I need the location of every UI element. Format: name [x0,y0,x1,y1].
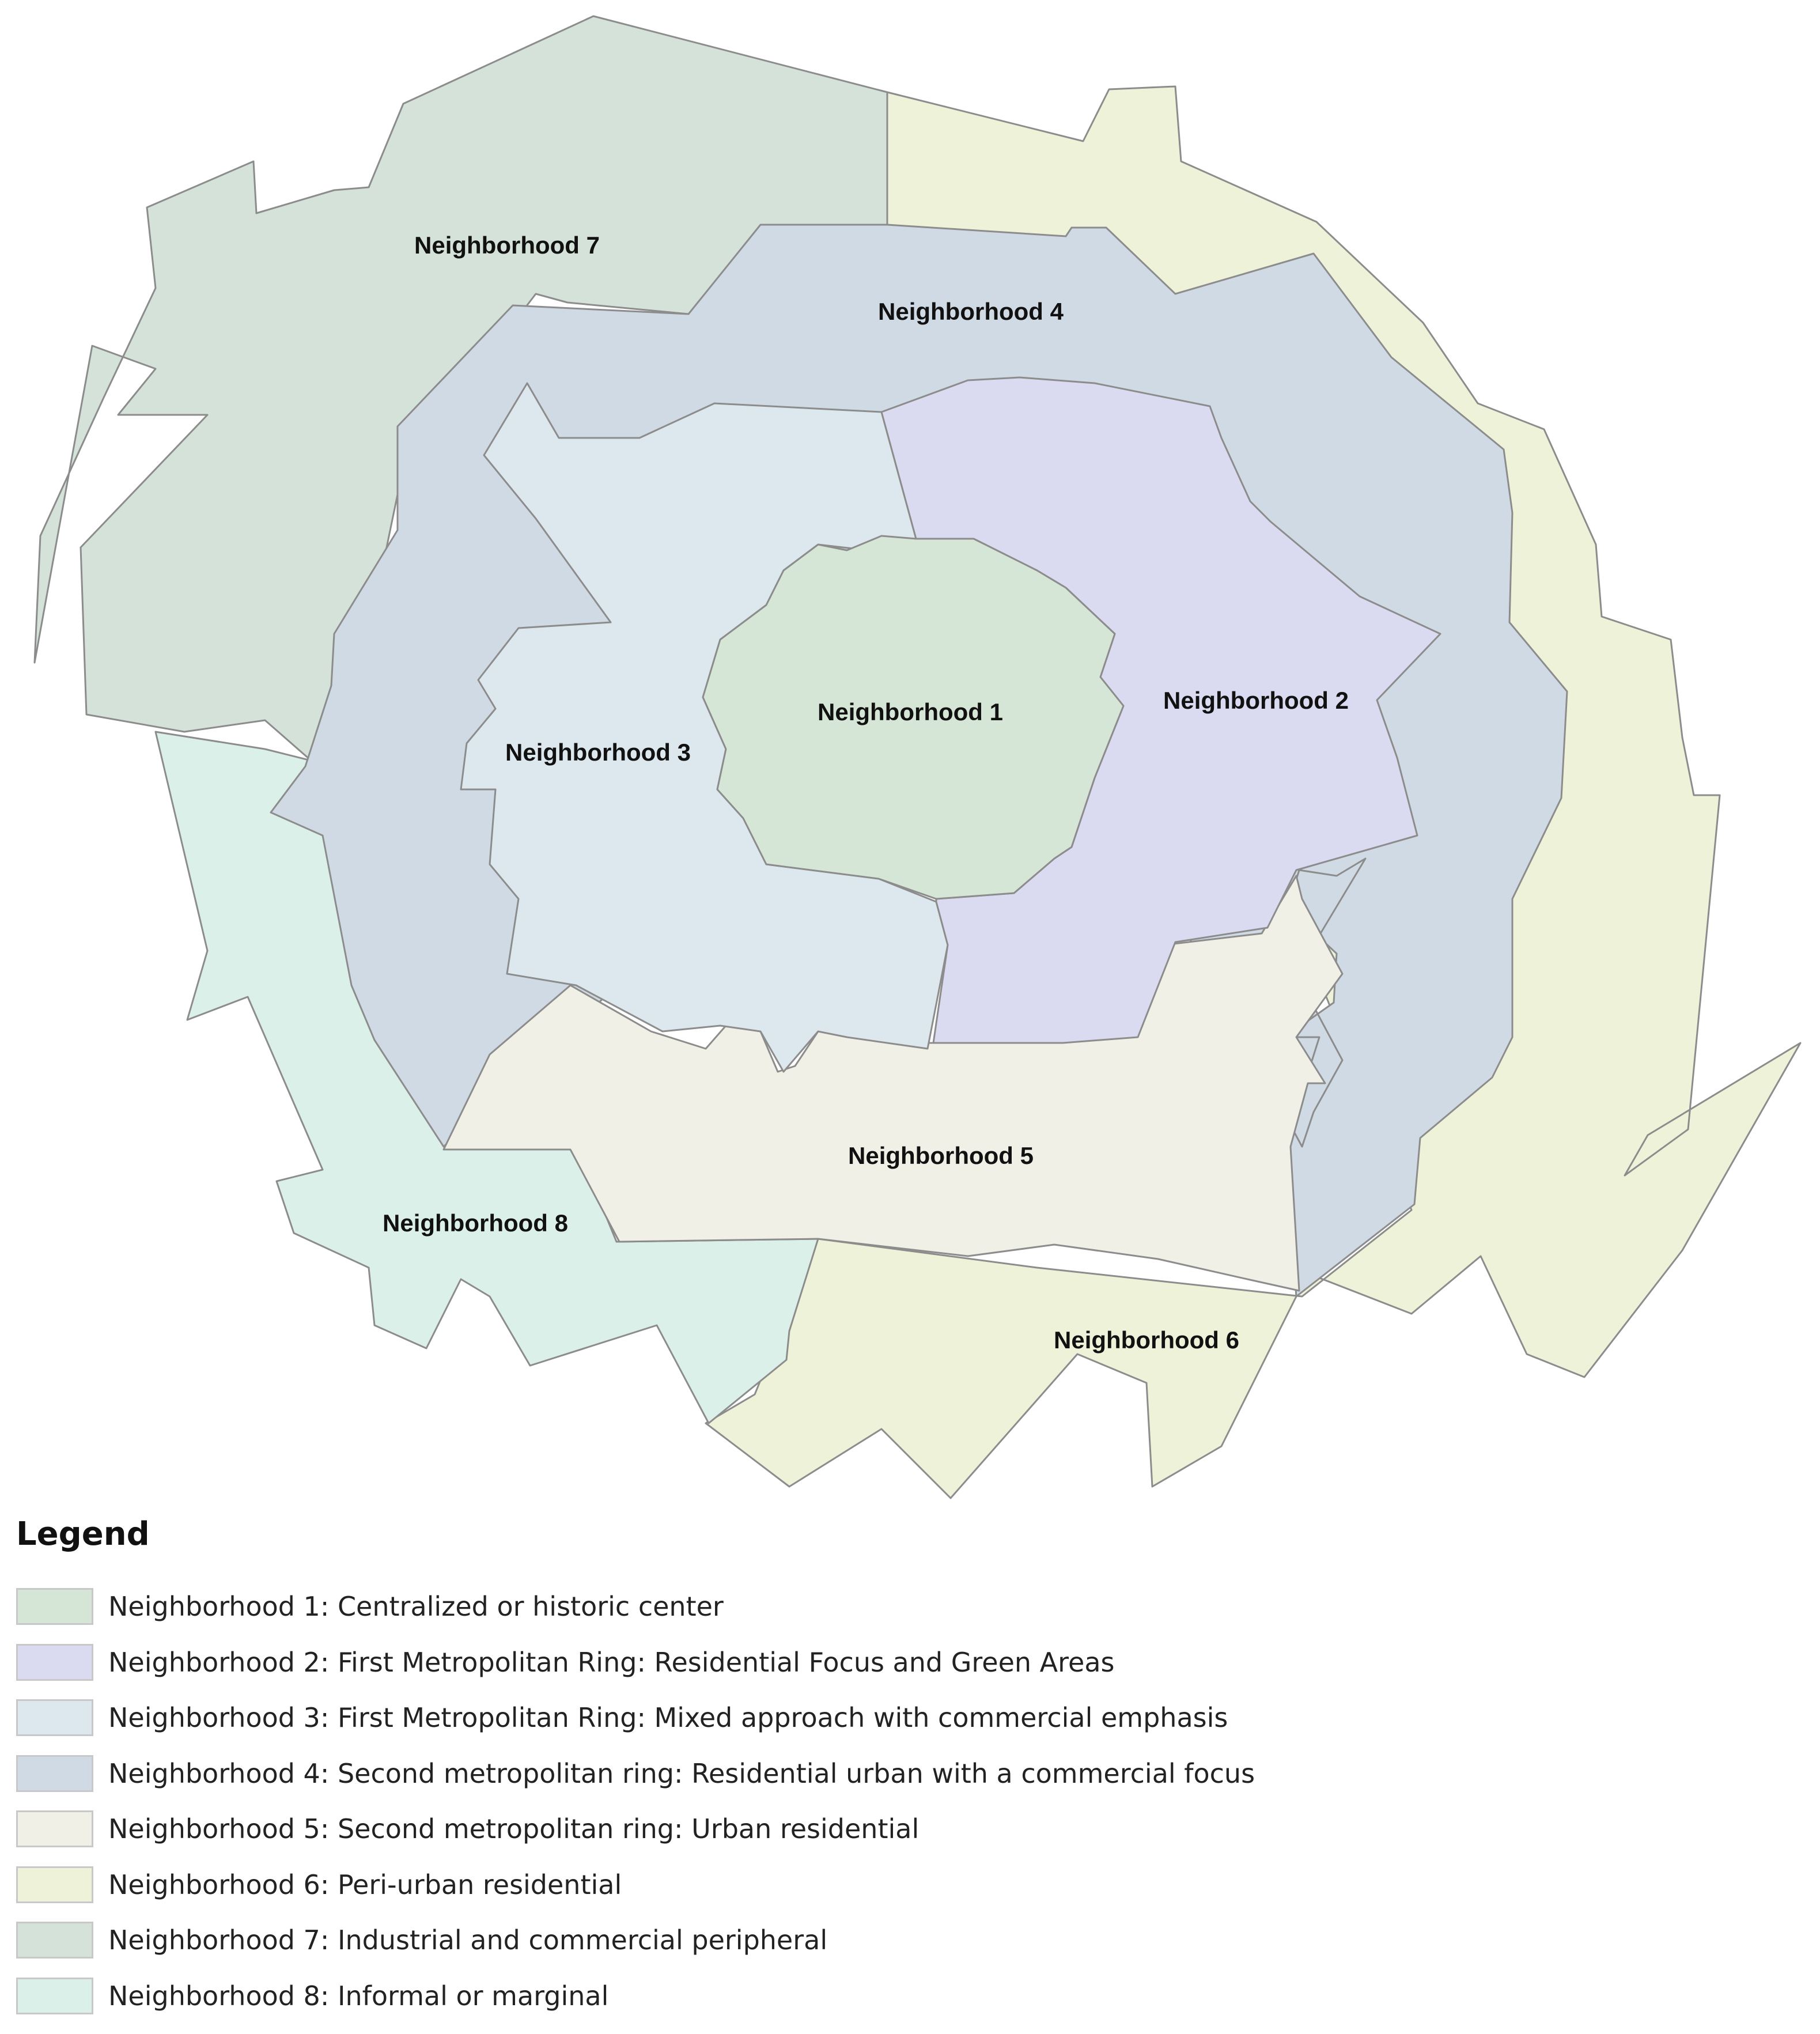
region-labels: Neighborhood 7 Neighborhood 4 Neighborho… [383,232,1349,1354]
legend-item-6[interactable]: Neighborhood 6: Peri-urban residential [16,1857,1255,1913]
legend-item-2[interactable]: Neighborhood 2: First Metropolitan Ring:… [16,1635,1255,1691]
legend-label: Neighborhood 8: Informal or marginal [108,1980,609,2012]
legend-list: Neighborhood 1: Centralized or historic … [16,1579,1255,2024]
legend: Legend Neighborhood 1: Centralized or hi… [16,1515,1802,2022]
label-neighborhood-4: Neighborhood 4 [878,298,1064,325]
legend-item-7[interactable]: Neighborhood 7: Industrial and commercia… [16,1912,1255,1968]
region-shapes [33,15,1802,1499]
region-neighborhood-1[interactable] [702,535,1125,900]
legend-item-8[interactable]: Neighborhood 8: Informal or marginal [16,1968,1255,2024]
legend-swatch [16,1755,93,1792]
label-neighborhood-8: Neighborhood 8 [383,1209,568,1237]
legend-label: Neighborhood 5: Second metropolitan ring… [108,1813,920,1845]
legend-label: Neighborhood 4: Second metropolitan ring… [108,1757,1255,1789]
legend-swatch [16,1922,93,1959]
label-neighborhood-7: Neighborhood 7 [414,232,600,259]
label-neighborhood-6: Neighborhood 6 [1054,1326,1239,1354]
legend-swatch [16,1866,93,1903]
legend-swatch [16,1699,93,1737]
legend-item-3[interactable]: Neighborhood 3: First Metropolitan Ring:… [16,1690,1255,1746]
legend-label: Neighborhood 1: Centralized or historic … [108,1591,724,1623]
legend-title: Legend [16,1515,150,1553]
label-neighborhood-1: Neighborhood 1 [818,698,1003,725]
region-neighborhood-5[interactable] [442,875,1344,1292]
legend-label: Neighborhood 7: Industrial and commercia… [108,1925,828,1956]
legend-label: Neighborhood 6: Peri-urban residential [108,1869,622,1900]
legend-item-4[interactable]: Neighborhood 4: Second metropolitan ring… [16,1746,1255,1802]
legend-swatch [16,1588,93,1625]
label-neighborhood-2: Neighborhood 2 [1163,687,1349,714]
legend-label: Neighborhood 2: First Metropolitan Ring:… [108,1646,1115,1678]
legend-item-1[interactable]: Neighborhood 1: Centralized or historic … [16,1579,1255,1635]
label-neighborhood-3: Neighborhood 3 [505,739,691,766]
legend-swatch [16,1643,93,1681]
neighborhood-map: Neighborhood 7 Neighborhood 4 Neighborho… [33,15,1802,1499]
legend-item-5[interactable]: Neighborhood 5: Second metropolitan ring… [16,1801,1255,1857]
legend-swatch [16,1977,93,2014]
label-neighborhood-5: Neighborhood 5 [848,1142,1034,1169]
legend-swatch [16,1810,93,1848]
legend-label: Neighborhood 3: First Metropolitan Ring:… [108,1702,1228,1734]
